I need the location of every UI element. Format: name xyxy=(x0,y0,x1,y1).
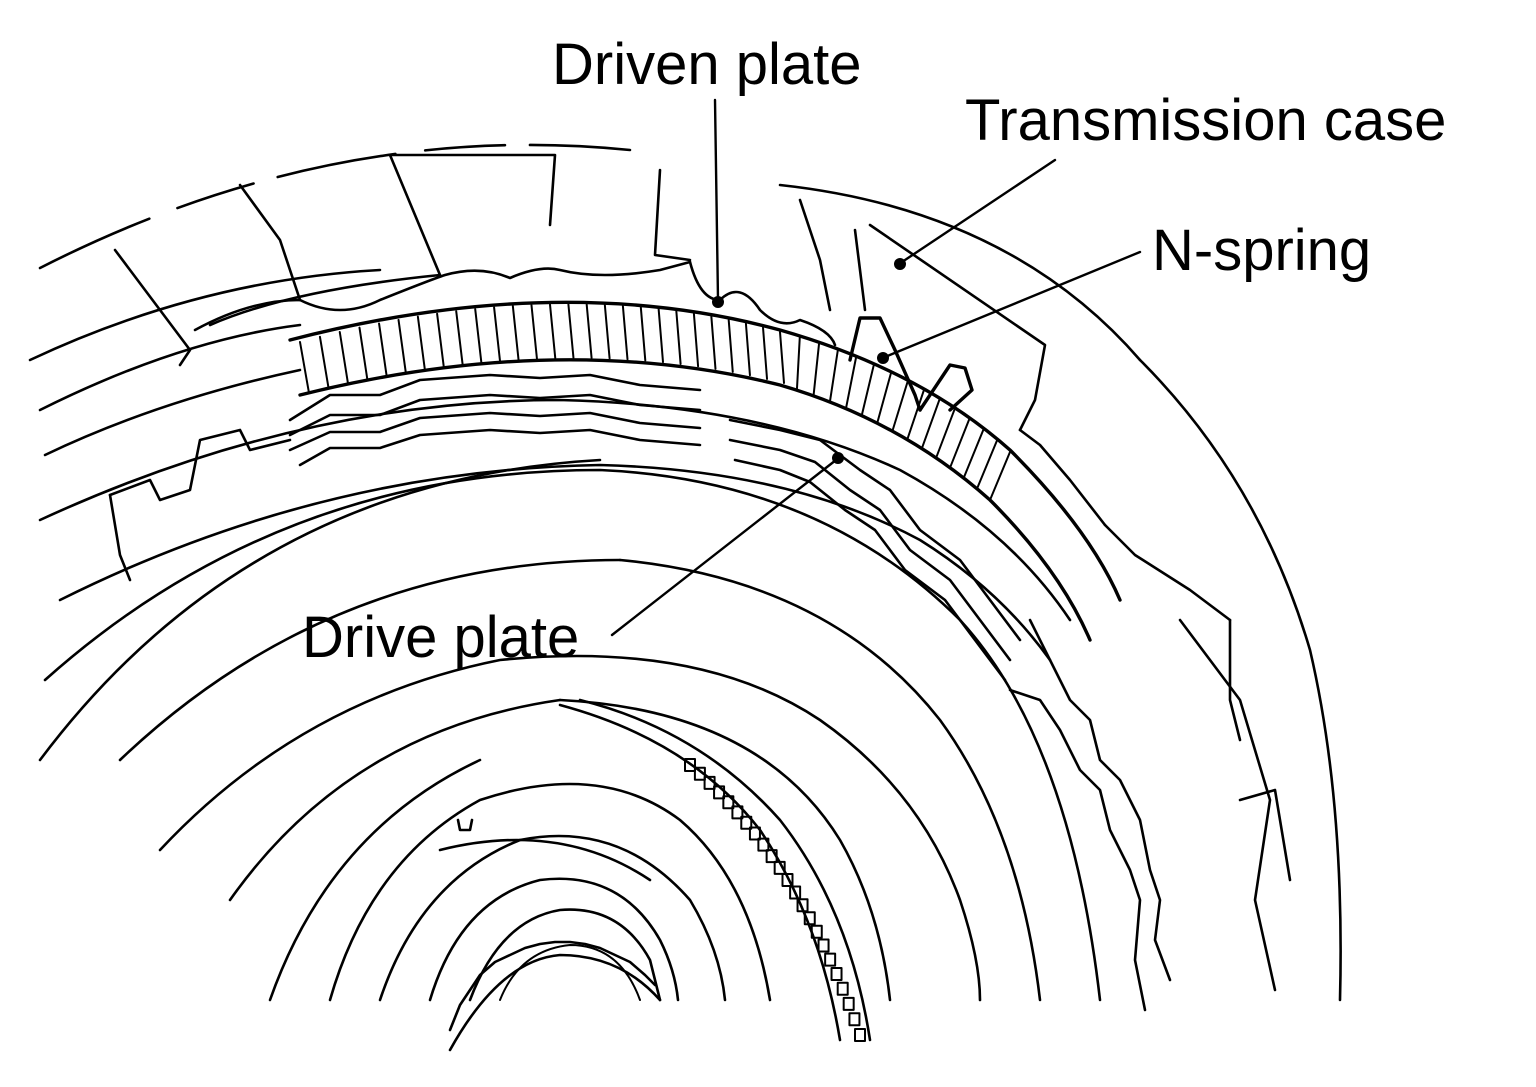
driven-tooth xyxy=(795,336,801,390)
driven-tooth xyxy=(338,331,350,385)
driven-tooth xyxy=(860,364,875,416)
driven-tooth xyxy=(621,305,629,361)
hub-tooth xyxy=(740,815,753,830)
transmission-case-label: Transmission case xyxy=(965,88,1446,153)
drive-plate-leader xyxy=(610,458,838,637)
hub-tooth xyxy=(854,1028,866,1042)
driven-tooth xyxy=(710,315,717,370)
driven-tooth xyxy=(891,381,909,432)
drive-plate-label: Drive plate xyxy=(302,605,579,670)
n-spring-dot xyxy=(877,352,889,364)
transmission-case-leader xyxy=(900,158,1057,264)
driven-tooth xyxy=(762,326,769,380)
hub-tooth xyxy=(773,860,786,875)
driven-tooth xyxy=(829,349,839,402)
transmission-case-dot xyxy=(894,258,906,270)
drive-plate-stack xyxy=(38,373,1172,1012)
hub-tooth xyxy=(781,873,794,887)
driven-tooth xyxy=(876,372,892,424)
driven-tooth xyxy=(567,303,575,359)
driven-tooth xyxy=(416,315,426,371)
driven-tooth xyxy=(692,312,700,368)
driven-plate-teeth xyxy=(299,303,1011,501)
hub-tooth xyxy=(836,981,849,996)
n-spring-label: N-spring xyxy=(1152,218,1371,283)
hub-tooth xyxy=(817,938,830,953)
inner-rings xyxy=(38,458,1102,1002)
hub-tooth xyxy=(830,967,843,982)
hub-tooth xyxy=(731,805,744,820)
driven-tooth xyxy=(779,331,785,384)
n-spring xyxy=(848,316,974,412)
hub-tooth xyxy=(810,924,823,939)
driven-tooth xyxy=(299,341,310,394)
driven-plate-label: Driven plate xyxy=(552,32,861,97)
driven-tooth xyxy=(378,322,388,377)
driven-tooth xyxy=(935,408,956,459)
hub-tooth xyxy=(693,766,706,781)
n-spring-leader xyxy=(883,250,1142,359)
driven-tooth xyxy=(657,308,665,364)
driven-tooth xyxy=(727,318,734,373)
hub-splines xyxy=(448,940,662,1052)
driven-tooth xyxy=(812,343,820,396)
driven-tooth xyxy=(474,308,483,364)
driven-tooth xyxy=(949,418,971,469)
hub-tooth xyxy=(848,1012,861,1027)
hub-tooth xyxy=(842,996,855,1011)
driven-tooth xyxy=(358,326,369,381)
driven-tooth xyxy=(639,306,647,362)
driven-tooth xyxy=(675,310,682,366)
hub-tooth xyxy=(789,885,802,900)
driven-tooth xyxy=(455,310,464,366)
leaders xyxy=(610,98,1142,637)
drive-plate-dot xyxy=(832,452,844,464)
driven-plate-ring xyxy=(193,260,1122,642)
hub-tooth xyxy=(796,898,809,913)
transmission-case-outline xyxy=(28,143,1342,1002)
hub-teeth xyxy=(558,698,872,1042)
hub-tooth xyxy=(748,826,761,841)
driven-tooth xyxy=(962,428,985,480)
driven-plate-leader xyxy=(713,98,720,302)
driven-tooth xyxy=(530,304,538,360)
driven-tooth xyxy=(436,312,445,368)
hub-tooth xyxy=(757,837,770,852)
driven-tooth xyxy=(318,335,330,390)
driven-tooth xyxy=(845,357,857,409)
driven-tooth xyxy=(493,306,501,362)
driven-plate-dot xyxy=(712,296,724,308)
hub-tooth xyxy=(703,775,716,790)
driven-tooth xyxy=(744,322,751,377)
driven-tooth xyxy=(397,318,407,374)
driven-tooth xyxy=(920,398,941,450)
driven-tooth xyxy=(975,439,998,490)
driven-tooth xyxy=(585,303,593,359)
hub-tooth xyxy=(684,758,696,772)
driven-tooth xyxy=(549,303,557,359)
hub-tooth xyxy=(803,911,816,926)
driven-tooth xyxy=(906,389,925,441)
driven-tooth xyxy=(989,451,1011,501)
hub-tooth xyxy=(713,785,726,800)
hub-tooth xyxy=(824,952,837,967)
hub-tooth xyxy=(765,849,778,864)
driven-tooth xyxy=(603,304,611,360)
hub-tooth xyxy=(722,795,735,810)
driven-tooth xyxy=(511,305,520,361)
